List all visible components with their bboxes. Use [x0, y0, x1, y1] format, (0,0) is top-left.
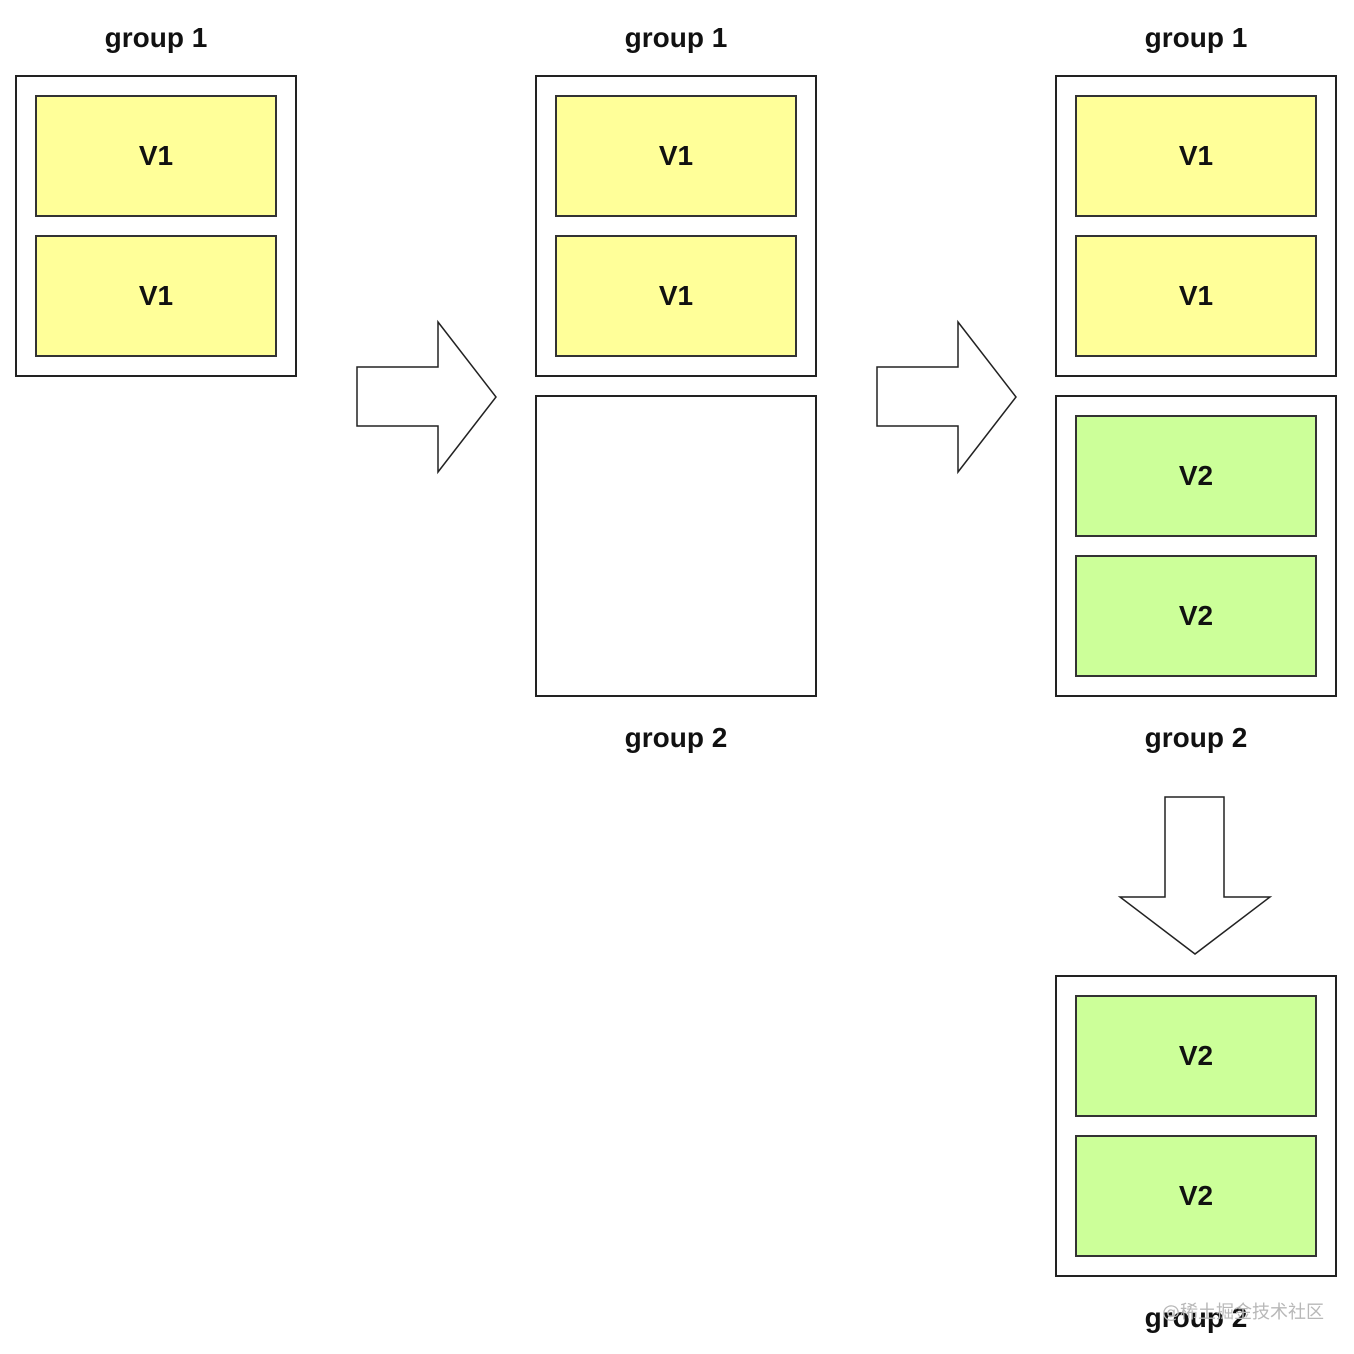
stage3-group2-container: V2 V2 [1055, 395, 1337, 697]
stage2-group1-container: V1 V1 [535, 75, 817, 377]
stage4-group2-container: V2 V2 [1055, 975, 1337, 1277]
stage4-group2-item-2: V2 [1075, 1135, 1317, 1257]
stage2-group1-item-1: V1 [555, 95, 797, 217]
stage4-group2-item-1: V2 [1075, 995, 1317, 1117]
stage1-group1-item-1: V1 [35, 95, 277, 217]
down-arrow-icon [1117, 796, 1273, 955]
stage1-group1-container: V1 V1 [15, 75, 297, 377]
stage1-group1-item-2: V1 [35, 235, 277, 357]
watermark: @稀土掘金技术社区 [1162, 1302, 1324, 1323]
stage2-group2-container-empty [535, 395, 817, 697]
stage2-group2-label: group 2 [624, 722, 728, 753]
stage4-group2-label: group 2 [1144, 1302, 1248, 1333]
stage2-group1-item-2: V1 [555, 235, 797, 357]
stage3-group1-item-2: V1 [1075, 235, 1317, 357]
stage3-group2-item-1: V2 [1075, 415, 1317, 537]
stage3-group1-item-1: V1 [1075, 95, 1317, 217]
right-arrow-icon [876, 319, 1017, 475]
stage3-group1-label: group 1 [1144, 22, 1248, 53]
right-arrow-icon [356, 319, 497, 475]
stage3-group1-container: V1 V1 [1055, 75, 1337, 377]
stage3-group2-item-2: V2 [1075, 555, 1317, 677]
stage1-group1-label: group 1 [104, 22, 208, 53]
stage2-group1-label: group 1 [624, 22, 728, 53]
stage3-group2-label: group 2 [1144, 722, 1248, 753]
